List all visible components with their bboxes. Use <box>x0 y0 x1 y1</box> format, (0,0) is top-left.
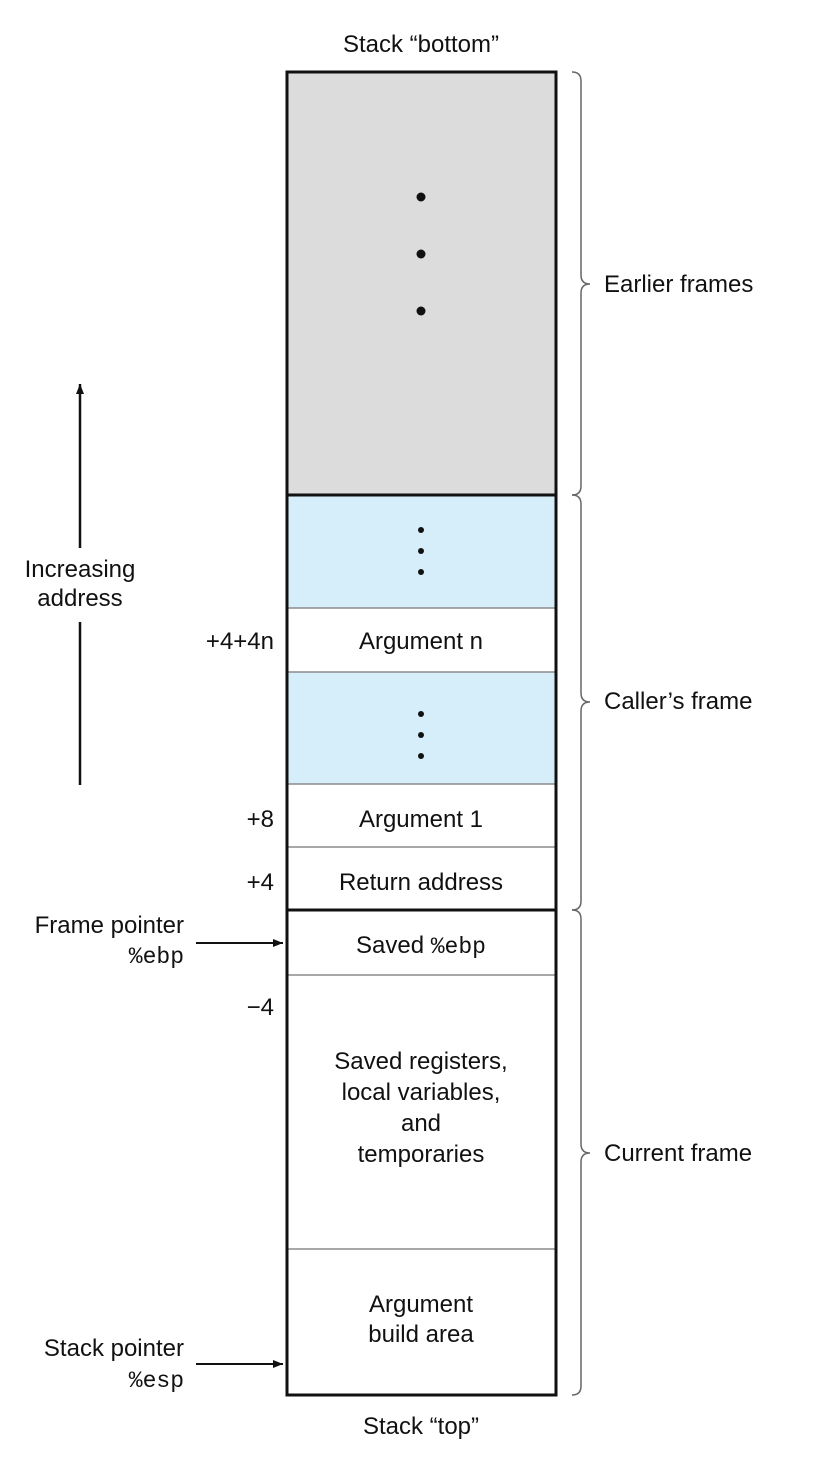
earlier-frames-label: Earlier frames <box>604 271 753 298</box>
locals-label-line-3: and <box>401 1110 441 1137</box>
return-address-label: Return address <box>339 869 503 896</box>
callers-frame-label: Caller’s frame <box>604 688 753 715</box>
stack-pointer-label: Stack pointer <box>44 1335 184 1362</box>
increasing-address-label-line-1: Increasing <box>25 556 136 583</box>
stack-top-label: Stack “top” <box>363 1413 479 1440</box>
argument-n-label: Argument n <box>359 628 483 655</box>
increasing-address-label-line-2: address <box>37 585 122 612</box>
vertical-ellipsis-earlier <box>416 192 426 316</box>
current-frame-label: Current frame <box>604 1140 752 1167</box>
argument-1-label: Argument 1 <box>359 806 483 833</box>
brace-earlier-frames <box>571 71 591 496</box>
brace-callers-frame <box>571 494 591 911</box>
cell-dividers <box>287 607 556 1250</box>
saved-ebp-prefix: Saved <box>356 932 431 959</box>
argument-n-cell <box>287 608 556 672</box>
saved-ebp-label: Saved %ebp <box>356 932 486 960</box>
saved-ebp-register: %ebp <box>431 934 486 960</box>
offset-argument-n: +4+4n <box>206 628 274 655</box>
frame-pointer-register: %ebp <box>129 944 184 970</box>
locals-label-line-4: temporaries <box>358 1141 485 1168</box>
offset-locals: −4 <box>247 994 274 1021</box>
vertical-ellipsis-upper <box>418 527 424 575</box>
locals-label-line-1: Saved registers, <box>334 1048 507 1075</box>
offset-return-address: +4 <box>247 869 274 896</box>
locals-label-line-2: local variables, <box>342 1079 501 1106</box>
stack-outline <box>285 70 558 1397</box>
vertical-ellipsis-lower <box>418 711 424 759</box>
stack-pointer-register: %esp <box>129 1368 184 1394</box>
offset-argument-1: +8 <box>247 806 274 833</box>
frame-pointer-label: Frame pointer <box>35 912 184 939</box>
build-area-label-line-1: Argument <box>369 1291 473 1318</box>
build-area-label-line-2: build area <box>368 1321 474 1348</box>
stack-bottom-label: Stack “bottom” <box>343 31 499 58</box>
earlier-frames-block <box>287 72 556 495</box>
caller-args-ellipsis-lower <box>287 672 556 784</box>
frame-braces <box>571 71 591 1396</box>
brace-current-frame <box>571 909 591 1396</box>
